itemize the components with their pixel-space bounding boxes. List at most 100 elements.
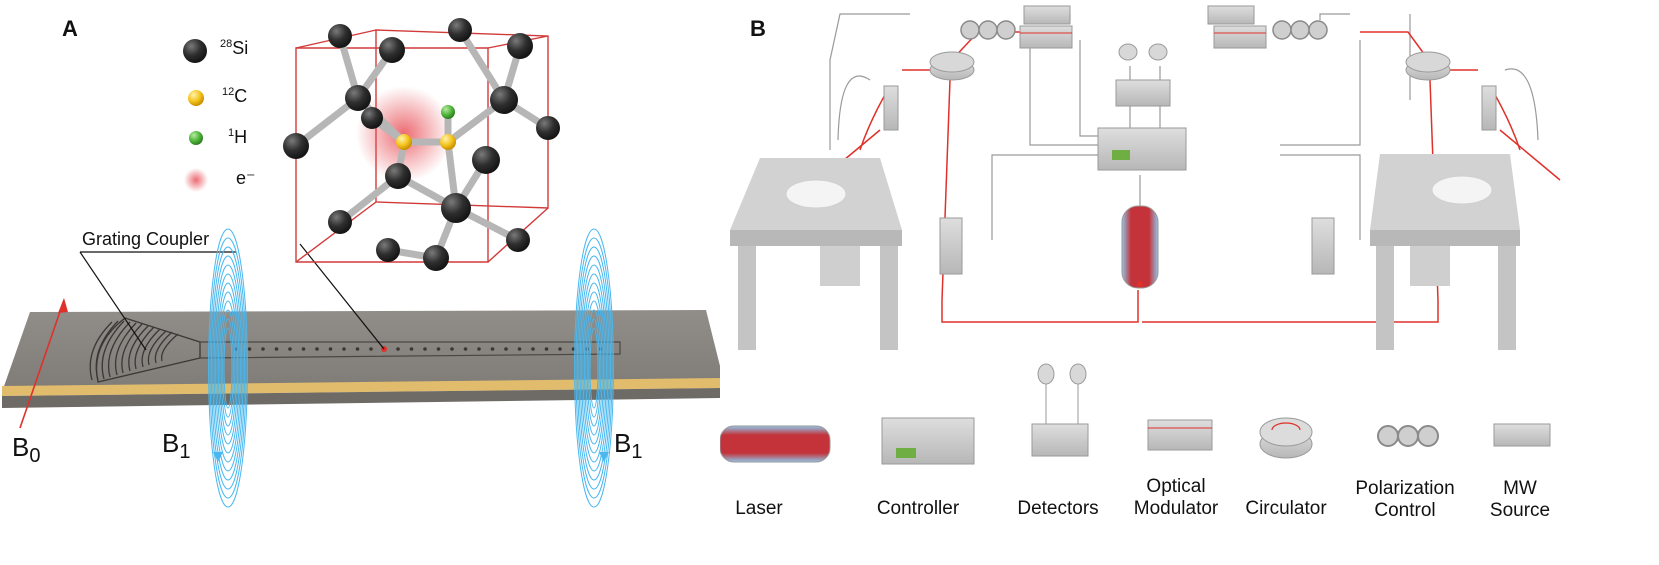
crystal-hole [409, 347, 414, 351]
legend-e-symbol [184, 168, 208, 192]
b1-right-field-lines [574, 228, 614, 508]
crystal-hole [301, 347, 306, 351]
cryostat-right [1370, 154, 1520, 350]
field-loop [216, 282, 240, 454]
grating-coupler-label: Grating Coupler [82, 229, 210, 249]
optical-modulator-right [1213, 25, 1267, 49]
field-loop [579, 264, 609, 472]
b1-left-field-lines [208, 228, 248, 508]
field-loop [213, 264, 243, 472]
field-loop [208, 228, 248, 508]
field-loop [212, 255, 244, 481]
crystal-hole [369, 347, 373, 351]
panel-a-illustration [2, 18, 720, 508]
carbon-atom-1 [396, 134, 412, 150]
field-loop [210, 246, 246, 490]
crystal-hole [558, 347, 562, 351]
legend-si-symbol [183, 39, 207, 63]
optical-modulator-left [1019, 25, 1073, 49]
legend-c-symbol [188, 90, 204, 106]
field-loop [209, 237, 247, 499]
b0-label: B0 [12, 432, 41, 468]
field-loop [588, 318, 600, 418]
field-loop [581, 273, 607, 463]
mw-source-icon [1493, 423, 1551, 447]
crystal-hole [490, 347, 495, 351]
chip-top-surface [2, 310, 720, 392]
field-loop [574, 228, 614, 508]
b1-left-arrow-head [213, 452, 223, 462]
controller-caption: Controller [876, 498, 960, 519]
crystal-hole [261, 347, 265, 351]
cryostat-left [730, 158, 902, 350]
controller-main [1097, 127, 1187, 171]
optical-modulator-icon [1147, 419, 1213, 451]
crystal-hole [450, 347, 454, 351]
polarization-control-right [1272, 20, 1328, 40]
field-loop [575, 237, 613, 499]
panel-a-letter: A [62, 16, 78, 41]
legend-si-label: 28Si [220, 38, 249, 58]
field-loop [217, 291, 239, 445]
crystal-hole [355, 347, 360, 351]
crystal-hole [531, 347, 535, 351]
detectors-top [1115, 43, 1171, 107]
chip-side [2, 388, 720, 408]
grating-coupler [89, 317, 201, 383]
legend-c-label: 12C [222, 86, 248, 106]
carbon-atom-2 [440, 134, 456, 150]
mw-source-right [1207, 5, 1255, 25]
crystal-hole [247, 347, 252, 351]
circulator-left [929, 51, 975, 81]
field-loop [222, 318, 234, 418]
panel-a: A 28Si 12C 1H e⁻ Grating Coupler B0 B1 B… [0, 0, 720, 565]
field-loop [215, 273, 241, 463]
crystal-hole [544, 347, 549, 351]
crystal-hole [504, 347, 508, 351]
gold-strip [2, 378, 720, 396]
b1-left-label: B1 [162, 428, 191, 464]
crystal-hole [477, 347, 481, 351]
mw-source-left [1023, 5, 1071, 25]
crystal-hole [463, 347, 468, 351]
laser-icon [720, 425, 831, 463]
field-loop [223, 327, 233, 409]
panel-b-letter: B [750, 16, 766, 41]
crystal-hole [274, 347, 279, 351]
grating-pointer-line [79, 251, 147, 351]
b0-arrow-line [19, 299, 65, 429]
field-loop [585, 300, 603, 436]
crystal-hole [315, 347, 319, 351]
circulator-icon [1259, 417, 1313, 459]
waveguide [199, 341, 621, 359]
polarization-control-icon [1377, 425, 1439, 447]
crystal-hole [328, 347, 333, 351]
fiber-benches [883, 85, 1497, 275]
crystal-hole [396, 347, 400, 351]
field-loop [220, 309, 236, 427]
crystal-hole [423, 347, 427, 351]
hydrogen-atom [441, 105, 455, 119]
legend-h-symbol [189, 131, 203, 145]
crystal-hole [288, 347, 292, 351]
field-loop [576, 246, 612, 490]
b1-right-arrow-head [599, 452, 609, 462]
detectors-caption: Detectors [1017, 498, 1099, 519]
legend-e-label: e⁻ [236, 168, 256, 188]
polarization-control-left [960, 20, 1016, 40]
field-loop [583, 291, 605, 445]
circulator-right [1405, 51, 1451, 81]
field-loop [578, 255, 610, 481]
field-loop [586, 309, 602, 427]
panel-b-illustration [720, 5, 1561, 465]
silicon-atoms [283, 18, 560, 271]
field-loop [582, 282, 606, 454]
b0-arrow-head [58, 298, 68, 313]
field-loop [219, 300, 237, 436]
circulator-caption: Circulator [1245, 498, 1327, 519]
detectors-icon [1031, 363, 1089, 457]
